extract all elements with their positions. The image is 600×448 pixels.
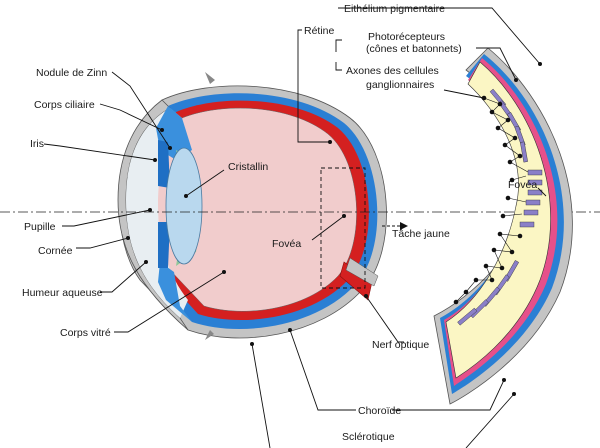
label-pupille: Pupille xyxy=(24,221,56,233)
label-photorecepteurs-1: Photorécepteurs xyxy=(368,31,445,43)
label-cristallin: Cristallin xyxy=(228,161,268,173)
labels: Nodule de Zinn Corps ciliaire Iris Pupil… xyxy=(22,3,537,443)
label-sclerotique: Sclérotique xyxy=(342,431,395,443)
label-fovea-right: Fovéa xyxy=(508,179,537,191)
label-cornee: Cornée xyxy=(38,245,73,257)
leader-nerf-optique xyxy=(365,295,404,343)
leader-cristallin xyxy=(185,169,225,197)
label-corps-ciliaire: Corps ciliaire xyxy=(34,99,95,111)
fovea-zoom-box xyxy=(320,167,366,289)
leader-fovea-right xyxy=(537,187,547,197)
label-humeur-aqueuse: Humeur aqueuse xyxy=(22,287,103,299)
label-choroide: Choroïde xyxy=(358,405,401,417)
ganglion-cells xyxy=(453,95,523,305)
eyeball xyxy=(117,72,387,340)
label-axones-2: ganglionnaires xyxy=(366,79,434,91)
leader-retine xyxy=(297,29,330,143)
label-photorecepteurs-2: (cônes et batonnets) xyxy=(366,43,462,55)
label-tache-jaune: Tâche jaune xyxy=(392,228,450,240)
label-epithelium: Eithélium pigmentaire xyxy=(344,3,445,15)
optic-nerve-sheath xyxy=(345,257,379,287)
cone-cells xyxy=(519,169,543,228)
iris-bottom xyxy=(158,222,170,268)
label-axones-1: Axones des cellules xyxy=(346,65,439,77)
ciliary-muscle-top xyxy=(205,72,215,84)
leader-humeur xyxy=(100,261,147,293)
leader-pupille xyxy=(62,209,151,227)
label-corps-vitre: Corps vitré xyxy=(60,327,111,339)
label-retine: Rétine xyxy=(304,25,335,37)
leader-corps-vitre xyxy=(114,271,225,333)
label-fovea-left: Fovéa xyxy=(272,238,301,250)
leader-epithelium xyxy=(338,7,541,65)
label-nodule-zinn: Nodule de Zinn xyxy=(36,67,107,79)
iris-top xyxy=(158,140,170,188)
lens xyxy=(165,147,203,265)
leader-lines xyxy=(43,7,547,448)
leader-sclerotique xyxy=(251,343,515,448)
leader-choroide xyxy=(289,329,505,411)
dashed-right-arrow-icon xyxy=(382,222,408,230)
leader-cornee xyxy=(76,237,129,249)
neuron-connections xyxy=(455,97,529,303)
label-nerf-optique: Nerf optique xyxy=(372,339,429,351)
retina-layer xyxy=(445,61,551,379)
rod-cells-top xyxy=(489,88,528,163)
leader-axones xyxy=(335,62,485,99)
leader-photorecepteurs xyxy=(335,39,517,81)
retina-panel xyxy=(433,47,573,405)
ciliary-body-bottom xyxy=(158,262,192,322)
leader-corps-ciliaire xyxy=(99,103,163,131)
label-iris: Iris xyxy=(30,138,44,150)
leader-iris xyxy=(43,143,156,161)
ciliary-muscle-bottom xyxy=(205,330,214,340)
leader-fovea-left xyxy=(311,215,345,241)
rod-cells-bottom xyxy=(457,260,520,326)
